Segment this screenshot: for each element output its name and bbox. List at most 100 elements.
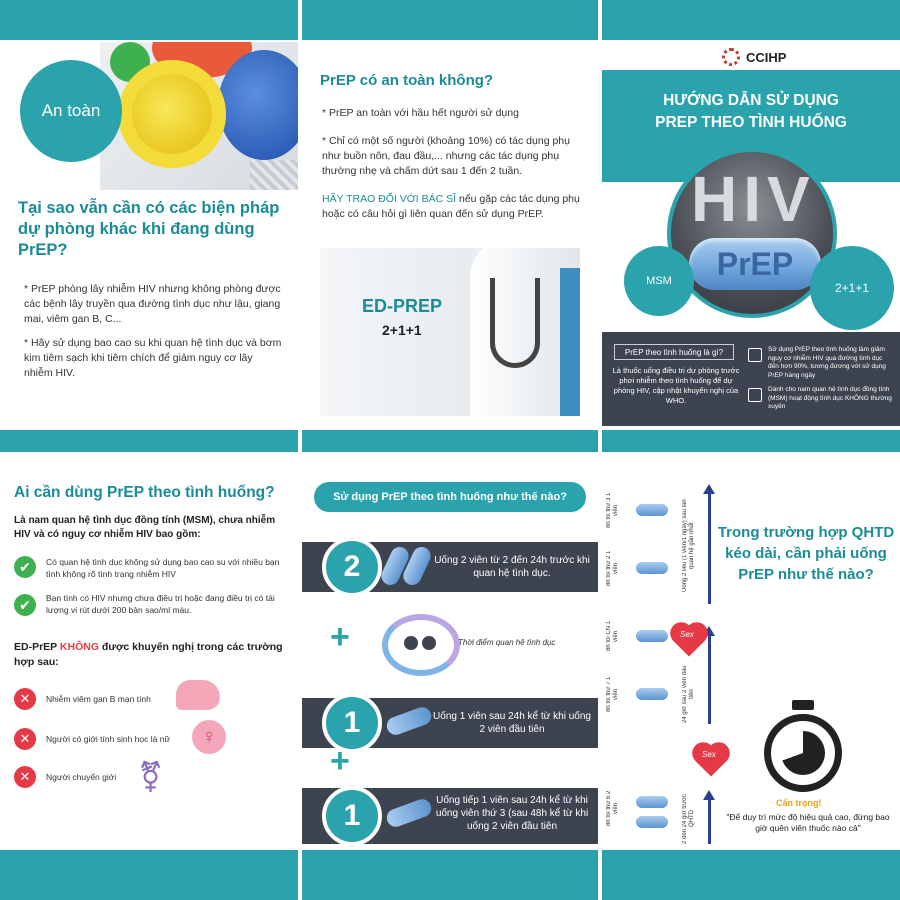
panel-cover: CCIHP HƯỚNG DẪN SỬ DỤNG PREP THEO TÌNH H…	[602, 40, 900, 430]
prep-pill: PrEP	[689, 238, 821, 290]
top-band-left	[0, 0, 298, 40]
arrow-1	[708, 492, 711, 604]
arrow-up-icon	[703, 626, 715, 636]
info-box	[602, 332, 900, 426]
female-symbol-icon: ♀	[192, 720, 226, 754]
day-label: 8h tối CN 1 viên	[606, 621, 619, 652]
day-label: 8h tối thứ 2 1 viên	[606, 550, 619, 586]
mid-band-right	[602, 430, 900, 452]
sex-time-label: Thời điểm quan hệ tình dục	[458, 638, 556, 647]
pill-icon	[636, 688, 668, 700]
shield-icon	[748, 348, 762, 362]
people-icon	[748, 388, 762, 402]
info-bullet-2: Dành cho nam quan hệ tình dục đồng tính …	[748, 386, 894, 412]
what-is-prep-answer: Là thuốc uống điều trị dự phòng trước ph…	[612, 366, 740, 405]
sex-label: Sex	[702, 750, 716, 759]
pill-icon	[636, 816, 668, 828]
panel2-text3: HÃY TRAO ĐỔI VỚI BÁC SĨ nếu gặp các tác …	[322, 192, 584, 222]
cycle-arrows-icon	[382, 614, 460, 676]
stopwatch-icon	[764, 714, 842, 792]
check-item-2: Bạn tình có HIV nhưng chưa điều trị hoặc…	[46, 593, 275, 615]
pill-icon	[636, 630, 668, 642]
check-icon: ✔	[14, 556, 36, 578]
pill-icon	[636, 562, 668, 574]
panel2-text2: * Chỉ có một số người (khoảng 10%) có tá…	[322, 135, 570, 177]
panel2-title: PrEP có an toàn không?	[320, 72, 494, 89]
panel-how-to-use: Sử dụng PrEP theo tình huống như thế nào…	[302, 452, 598, 850]
not-recommended-heading: ED-PrEP KHÔNG được khuyến nghị trong các…	[14, 641, 283, 668]
cover-title-line1: HƯỚNG DẪN SỬ DỤNG	[663, 92, 839, 109]
condoms-image	[100, 42, 298, 190]
gear-icon	[722, 48, 740, 66]
arrow-up-icon	[703, 790, 715, 800]
panel1-text1: * PrEP phòng lây nhiễm HIV nhưng không p…	[24, 283, 281, 325]
plus-icon: +	[330, 618, 350, 656]
pill-icon	[384, 796, 434, 830]
safety-badge: An toàn	[20, 60, 122, 162]
panel4-title: Ai cần dùng PrEP theo tình huống?	[14, 484, 275, 501]
panel2-text3-rest: nếu gặp các tác dụng phụ hoặc có câu hỏi…	[322, 193, 580, 220]
day-label: 8h tối thứ 3 1 viên	[606, 492, 619, 528]
cover-title-line2: PREP THEO TÌNH HUỐNG	[655, 114, 847, 131]
prep-pill-image: HIV PrEP	[667, 148, 837, 318]
check-icon: ✔	[14, 594, 36, 616]
cover-title: HƯỚNG DẪN SỬ DỤNG PREP THEO TÌNH HUỐNG	[602, 90, 900, 134]
x-icon: ✕	[14, 766, 36, 788]
panel-safety: An toàn Tại sao vẫn cần có các biện pháp…	[0, 40, 298, 430]
arrow-2-label: 24 giờ sau 2 viên đầu tiên	[682, 665, 695, 723]
plus-icon: +	[330, 742, 350, 780]
pill-icon	[636, 504, 668, 516]
check-item-1: Có quan hệ tình dục không sử dụng bao ca…	[46, 557, 280, 579]
day-label: 8h tối thứ 6 2 viên	[606, 790, 619, 826]
bottom-band-mid	[302, 850, 598, 900]
bottom-band-right	[602, 850, 900, 900]
stethoscope-icon	[490, 278, 540, 368]
two-pills-icon	[378, 544, 434, 588]
x-item-1: Nhiễm viêm gan B mạn tính	[46, 694, 151, 704]
ccihp-logo: CCIHP	[722, 48, 786, 66]
logo-text: CCIHP	[746, 49, 787, 65]
x-item-3: Người chuyển giới	[46, 772, 117, 782]
panel-is-prep-safe: PrEP có an toàn không? * PrEP an toàn vớ…	[302, 40, 598, 430]
panel1-title: Tại sao vẫn cần có các biện pháp dự phòn…	[18, 199, 280, 259]
arrow-2	[708, 634, 711, 724]
caution-label: Cẩn trọng!	[776, 798, 822, 808]
liver-icon	[176, 680, 220, 710]
arrow-1-label: Uống 2 liều (1 viên/1 ngày) sau lần quan…	[682, 499, 695, 593]
hiv-background-text: HIV	[691, 163, 816, 235]
transgender-symbol-icon: ⚧	[138, 761, 164, 794]
panel-extended-sex: 8h tối thứ 3 1 viên 8h tối thứ 2 1 viên …	[602, 452, 900, 850]
x-icon: ✕	[14, 688, 36, 710]
consult-doctor-highlight: HÃY TRAO ĐỔI VỚI BÁC SĨ	[322, 193, 457, 205]
panel-who-needs-prep: Ai cần dùng PrEP theo tình huống? Là nam…	[0, 452, 298, 850]
msm-badge: MSM	[624, 246, 694, 316]
mid-band-mid	[302, 430, 598, 452]
arrow-3	[708, 798, 711, 844]
step-3-text: Uống tiếp 1 viên sau 24h kể từ khi uống …	[435, 795, 589, 832]
what-is-prep-question: PrEP theo tình huống là gì?	[614, 344, 734, 360]
arrow-up-icon	[703, 484, 715, 494]
pill-icon	[636, 796, 668, 808]
x-icon: ✕	[14, 728, 36, 750]
arrow-3-label: 2 đến 24 giờ trước QHTD	[682, 794, 695, 844]
sex-label: Sex	[680, 630, 694, 639]
pill-icon	[384, 704, 434, 738]
step-3-number: 1	[322, 786, 382, 846]
day-label: 8h tối thứ 7 1 viên	[606, 676, 619, 712]
x-item-2: Người có giới tính sinh học là nữ	[46, 734, 171, 744]
ed-prep-formula: 2+1+1	[382, 322, 422, 338]
panel4-lead: Là nam quan hệ tình dục đồng tính (MSM),…	[14, 515, 276, 540]
stopwatch-button	[792, 700, 814, 710]
panel1-text2: * Hãy sử dụng bao cao su khi quan hệ tìn…	[24, 337, 282, 379]
step-2-number: 1	[322, 693, 382, 753]
caution-text: "Để duy trì mức độ hiệu quả cao, đừng ba…	[726, 812, 890, 833]
bottom-band-left	[0, 850, 298, 900]
step-1-text: Uống 2 viên từ 2 đến 24h trước khi quan …	[434, 555, 590, 579]
top-band-mid	[302, 0, 598, 40]
top-band-right	[602, 0, 900, 40]
ed-prep-label: ED-PREP	[362, 296, 443, 316]
step-1-number: 2	[322, 537, 382, 597]
step-2-text: Uống 1 viên sau 24h kể từ khi uống 2 viê…	[433, 711, 591, 735]
couple-icon	[402, 632, 442, 658]
panel6-title: Trong trường hợp QHTD kéo dài, cần phải …	[717, 524, 895, 583]
